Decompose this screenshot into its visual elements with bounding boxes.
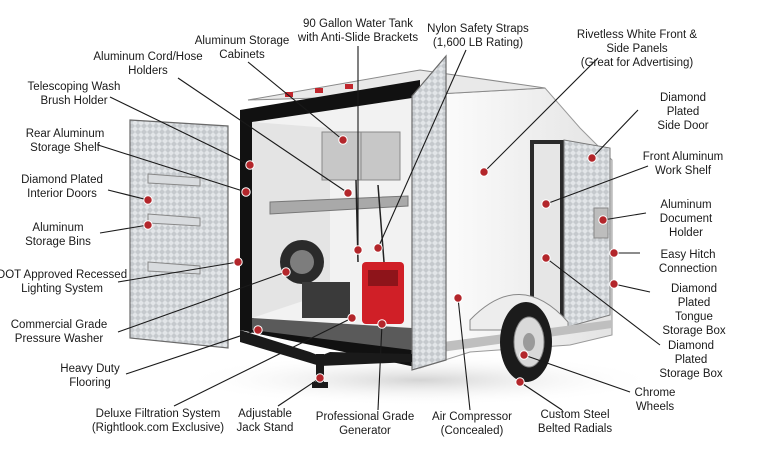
label-tongue-box: Diamond Plated Tongue Storage Box bbox=[662, 283, 726, 337]
rear-opening bbox=[240, 80, 420, 368]
marker-radials bbox=[515, 377, 525, 387]
leader-pressure-washer bbox=[117, 271, 287, 333]
label-rear-shelf: Rear Aluminum Storage Shelf bbox=[25, 128, 105, 154]
marker-generator bbox=[377, 319, 387, 329]
label-storage-bins: Aluminum Storage Bins bbox=[25, 222, 91, 248]
leader-chrome-wheels bbox=[523, 354, 631, 393]
leader-air-compressor bbox=[457, 297, 471, 411]
marker-pressure-washer bbox=[281, 267, 291, 277]
leader-radials bbox=[519, 381, 563, 411]
label-storage-box: Diamond Plated Storage Box bbox=[659, 340, 723, 380]
label-rivetless-panels: Rivetless White Front & Side Panels (Gre… bbox=[576, 29, 698, 69]
label-radials: Custom Steel Belted Radials bbox=[537, 409, 613, 435]
leader-tongue-box bbox=[613, 283, 651, 293]
label-water-tank: 90 Gallon Water Tank with Anti-Slide Bra… bbox=[297, 18, 419, 44]
leader-heavy-flooring bbox=[125, 329, 259, 375]
label-air-compressor: Air Compressor (Concealed) bbox=[432, 411, 512, 437]
label-nylon-straps: Nylon Safety Straps (1,600 LB Rating) bbox=[427, 23, 529, 49]
label-telescoping-wash: Telescoping Wash Brush Holder bbox=[27, 81, 121, 107]
leader-filtration bbox=[173, 317, 353, 407]
marker-storage-box bbox=[541, 253, 551, 263]
marker-jack-stand bbox=[315, 373, 325, 383]
leader-lines bbox=[97, 46, 661, 411]
marker-interior-doors bbox=[143, 195, 153, 205]
label-cord-hose-holders: Aluminum Cord/Hose Holders bbox=[93, 51, 203, 77]
leader-rear-shelf bbox=[97, 144, 247, 193]
leader-nylon-straps bbox=[377, 49, 467, 249]
label-document-holder: Aluminum Document Holder bbox=[659, 199, 713, 239]
label-easy-hitch: Easy Hitch Connection bbox=[658, 249, 718, 275]
marker-telescoping-wash bbox=[245, 160, 255, 170]
label-pressure-washer: Commercial Grade Pressure Washer bbox=[10, 319, 108, 345]
label-side-door: Diamond Plated Side Door bbox=[657, 92, 709, 132]
wheel bbox=[500, 302, 552, 382]
marker-storage-bins bbox=[143, 220, 153, 230]
marker-side-door bbox=[587, 153, 597, 163]
marker-water-tank bbox=[353, 245, 363, 255]
marker-work-shelf bbox=[541, 199, 551, 209]
left-rear-door bbox=[129, 119, 229, 349]
marker-nylon-straps bbox=[373, 243, 383, 253]
marker-heavy-flooring bbox=[253, 325, 263, 335]
label-deluxe-filtration: Deluxe Filtration System (Rightlook.com … bbox=[91, 408, 225, 434]
right-rear-door bbox=[411, 54, 447, 371]
label-heavy-flooring: Heavy Duty Flooring bbox=[60, 363, 120, 389]
marker-rear-shelf bbox=[241, 187, 251, 197]
label-jack-stand: Adjustable Jack Stand bbox=[236, 408, 294, 434]
label-work-shelf: Front Aluminum Work Shelf bbox=[642, 151, 724, 177]
leader-storage-bins bbox=[99, 224, 149, 234]
label-dot-lighting: DOT Approved Recessed Lighting System bbox=[0, 269, 128, 295]
label-chrome-wheels: Chrome Wheels bbox=[634, 387, 676, 413]
label-diamond-interior-doors: Diamond Plated Interior Doors bbox=[21, 174, 103, 200]
leader-generator bbox=[377, 323, 383, 411]
leader-interior-doors bbox=[107, 189, 149, 201]
marker-cord-hose bbox=[343, 188, 353, 198]
leader-work-shelf bbox=[545, 165, 649, 205]
marker-filtration bbox=[347, 313, 357, 323]
leader-dot-lighting bbox=[117, 261, 239, 283]
leader-side-door bbox=[591, 109, 639, 159]
marker-dot-lighting bbox=[233, 257, 243, 267]
tongue-and-jack bbox=[240, 330, 412, 388]
marker-rivetless-panels bbox=[479, 167, 489, 177]
label-aluminum-storage-cabinets: Aluminum Storage Cabinets bbox=[194, 35, 290, 61]
leader-jack-stand bbox=[277, 377, 321, 407]
callout-markers bbox=[143, 135, 619, 387]
marker-easy-hitch bbox=[609, 248, 619, 258]
marker-tongue-box bbox=[609, 279, 619, 289]
leader-document-holder bbox=[602, 212, 647, 221]
leader-telescoping-wash bbox=[109, 96, 251, 166]
label-generator: Professional Grade Generator bbox=[315, 411, 415, 437]
marker-air-compressor bbox=[453, 293, 463, 303]
marker-chrome-wheels bbox=[519, 350, 529, 360]
leader-cabinets bbox=[247, 61, 344, 141]
marker-cabinets bbox=[338, 135, 348, 145]
leader-rivetless-panels bbox=[483, 57, 599, 173]
marker-document-holder bbox=[598, 215, 608, 225]
leader-storage-box bbox=[545, 257, 661, 346]
leader-cord-hose bbox=[177, 77, 349, 194]
